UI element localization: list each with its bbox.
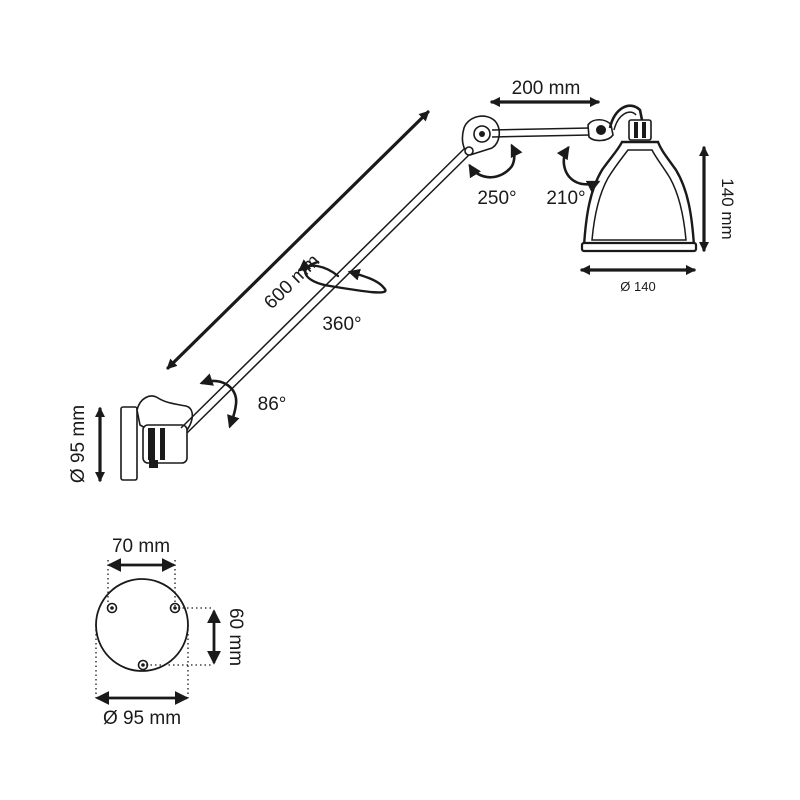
wall-plate-front-view: 70 mm 60 mm Ø 95 mm	[95, 536, 246, 729]
base-screw	[149, 460, 158, 468]
lamp-shade-inner	[591, 149, 687, 241]
shade-socket	[628, 119, 652, 141]
dim-arm-length	[166, 110, 430, 370]
shade-height-label: 140 mm	[718, 178, 737, 239]
base-tilt-arrow	[199, 373, 240, 429]
wall-plate-side	[120, 406, 138, 481]
elbow-rotation-arrow	[468, 143, 523, 179]
shade-socket-ring	[634, 122, 638, 138]
screw-hole-bottom-center	[141, 663, 145, 667]
head-joint-knob	[596, 125, 606, 135]
elbow-knob-center	[479, 131, 485, 137]
screw-hole-left-center	[110, 606, 114, 610]
shade-rim	[580, 241, 698, 253]
long-arm-rod-2	[186, 151, 473, 434]
wall-plate-circle	[95, 578, 189, 672]
base-tilt-label: 86°	[258, 394, 287, 415]
dimension-lines	[94, 96, 710, 483]
short-arm-rod-1	[491, 127, 591, 131]
head-rotation-arrow	[556, 145, 601, 193]
wall-bracket	[136, 395, 194, 433]
screw-hole-right-center	[173, 606, 177, 610]
plate-diameter-label: Ø 95 mm	[103, 708, 181, 729]
shade-socket-ring-2	[642, 122, 646, 138]
long-arm-rod-1	[180, 146, 467, 429]
arm-rotation-arrow-back	[304, 260, 387, 294]
elbow-pin	[464, 146, 474, 156]
gooseneck-inner	[613, 111, 637, 131]
base-joint-ring-2	[160, 428, 165, 460]
head-rotation-label: 210°	[546, 188, 585, 209]
elbow-rotation-label: 250°	[477, 188, 516, 209]
plate-width-label: 70 mm	[112, 536, 170, 557]
gooseneck	[608, 104, 644, 129]
rotation-arrows	[199, 143, 601, 429]
lamp-figure	[120, 104, 698, 481]
arm-rotation-label: 360°	[322, 314, 361, 335]
plate-height-label: 60 mm	[225, 608, 246, 666]
short-arm-rod-2	[491, 134, 591, 138]
shade-diameter-label: Ø 140	[620, 279, 655, 294]
arm-rotation-arrow-front	[298, 259, 340, 278]
top-arm-length-label: 200 mm	[512, 78, 581, 99]
mount-diameter-label: Ø 95 mm	[68, 405, 89, 483]
base-joint-ring	[148, 428, 155, 460]
